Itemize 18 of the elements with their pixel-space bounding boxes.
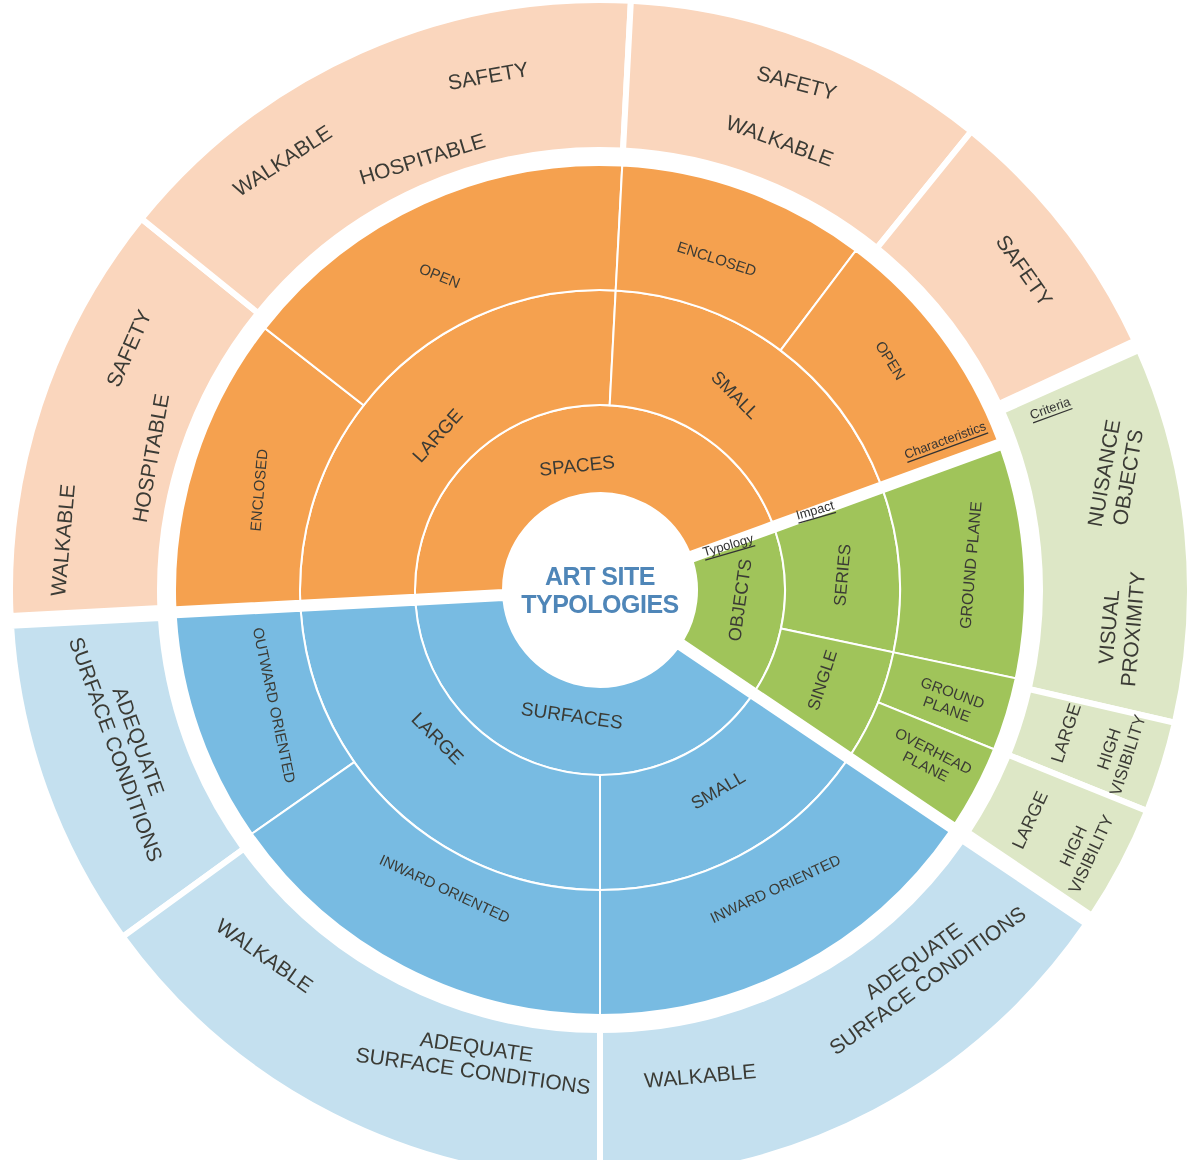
- segment-label: LARGE: [1047, 700, 1085, 766]
- segment-label: ENCLOSED: [245, 448, 271, 532]
- ring-heading: Criteria: [1027, 393, 1073, 423]
- segment-label: WALKABLE: [45, 483, 79, 597]
- segment-label: SURFACES: [519, 697, 625, 733]
- segment-label: SAFETY: [754, 60, 840, 104]
- segment-label: OPEN: [417, 259, 463, 291]
- segment-label: SPACES: [538, 450, 616, 480]
- segment-label: OUTWARD ORIENTED: [250, 625, 300, 785]
- segment-label: SAFETY: [445, 56, 531, 94]
- center-title: ART SITE TYPOLOGIES: [521, 561, 679, 619]
- segment-label: SERIES: [829, 543, 855, 607]
- segment-label: ADEQUATE SURFACE CONDITIONS: [354, 1026, 593, 1098]
- segment-label: GROUND PLANE: [955, 500, 985, 630]
- segment-label: WALKABLE: [643, 1058, 757, 1092]
- segment-label: OBJECTS: [724, 557, 756, 643]
- segment-label: VISUAL PROXIMITY: [1093, 570, 1149, 688]
- segment-label: NUISANCE OBJECTS: [1082, 417, 1147, 529]
